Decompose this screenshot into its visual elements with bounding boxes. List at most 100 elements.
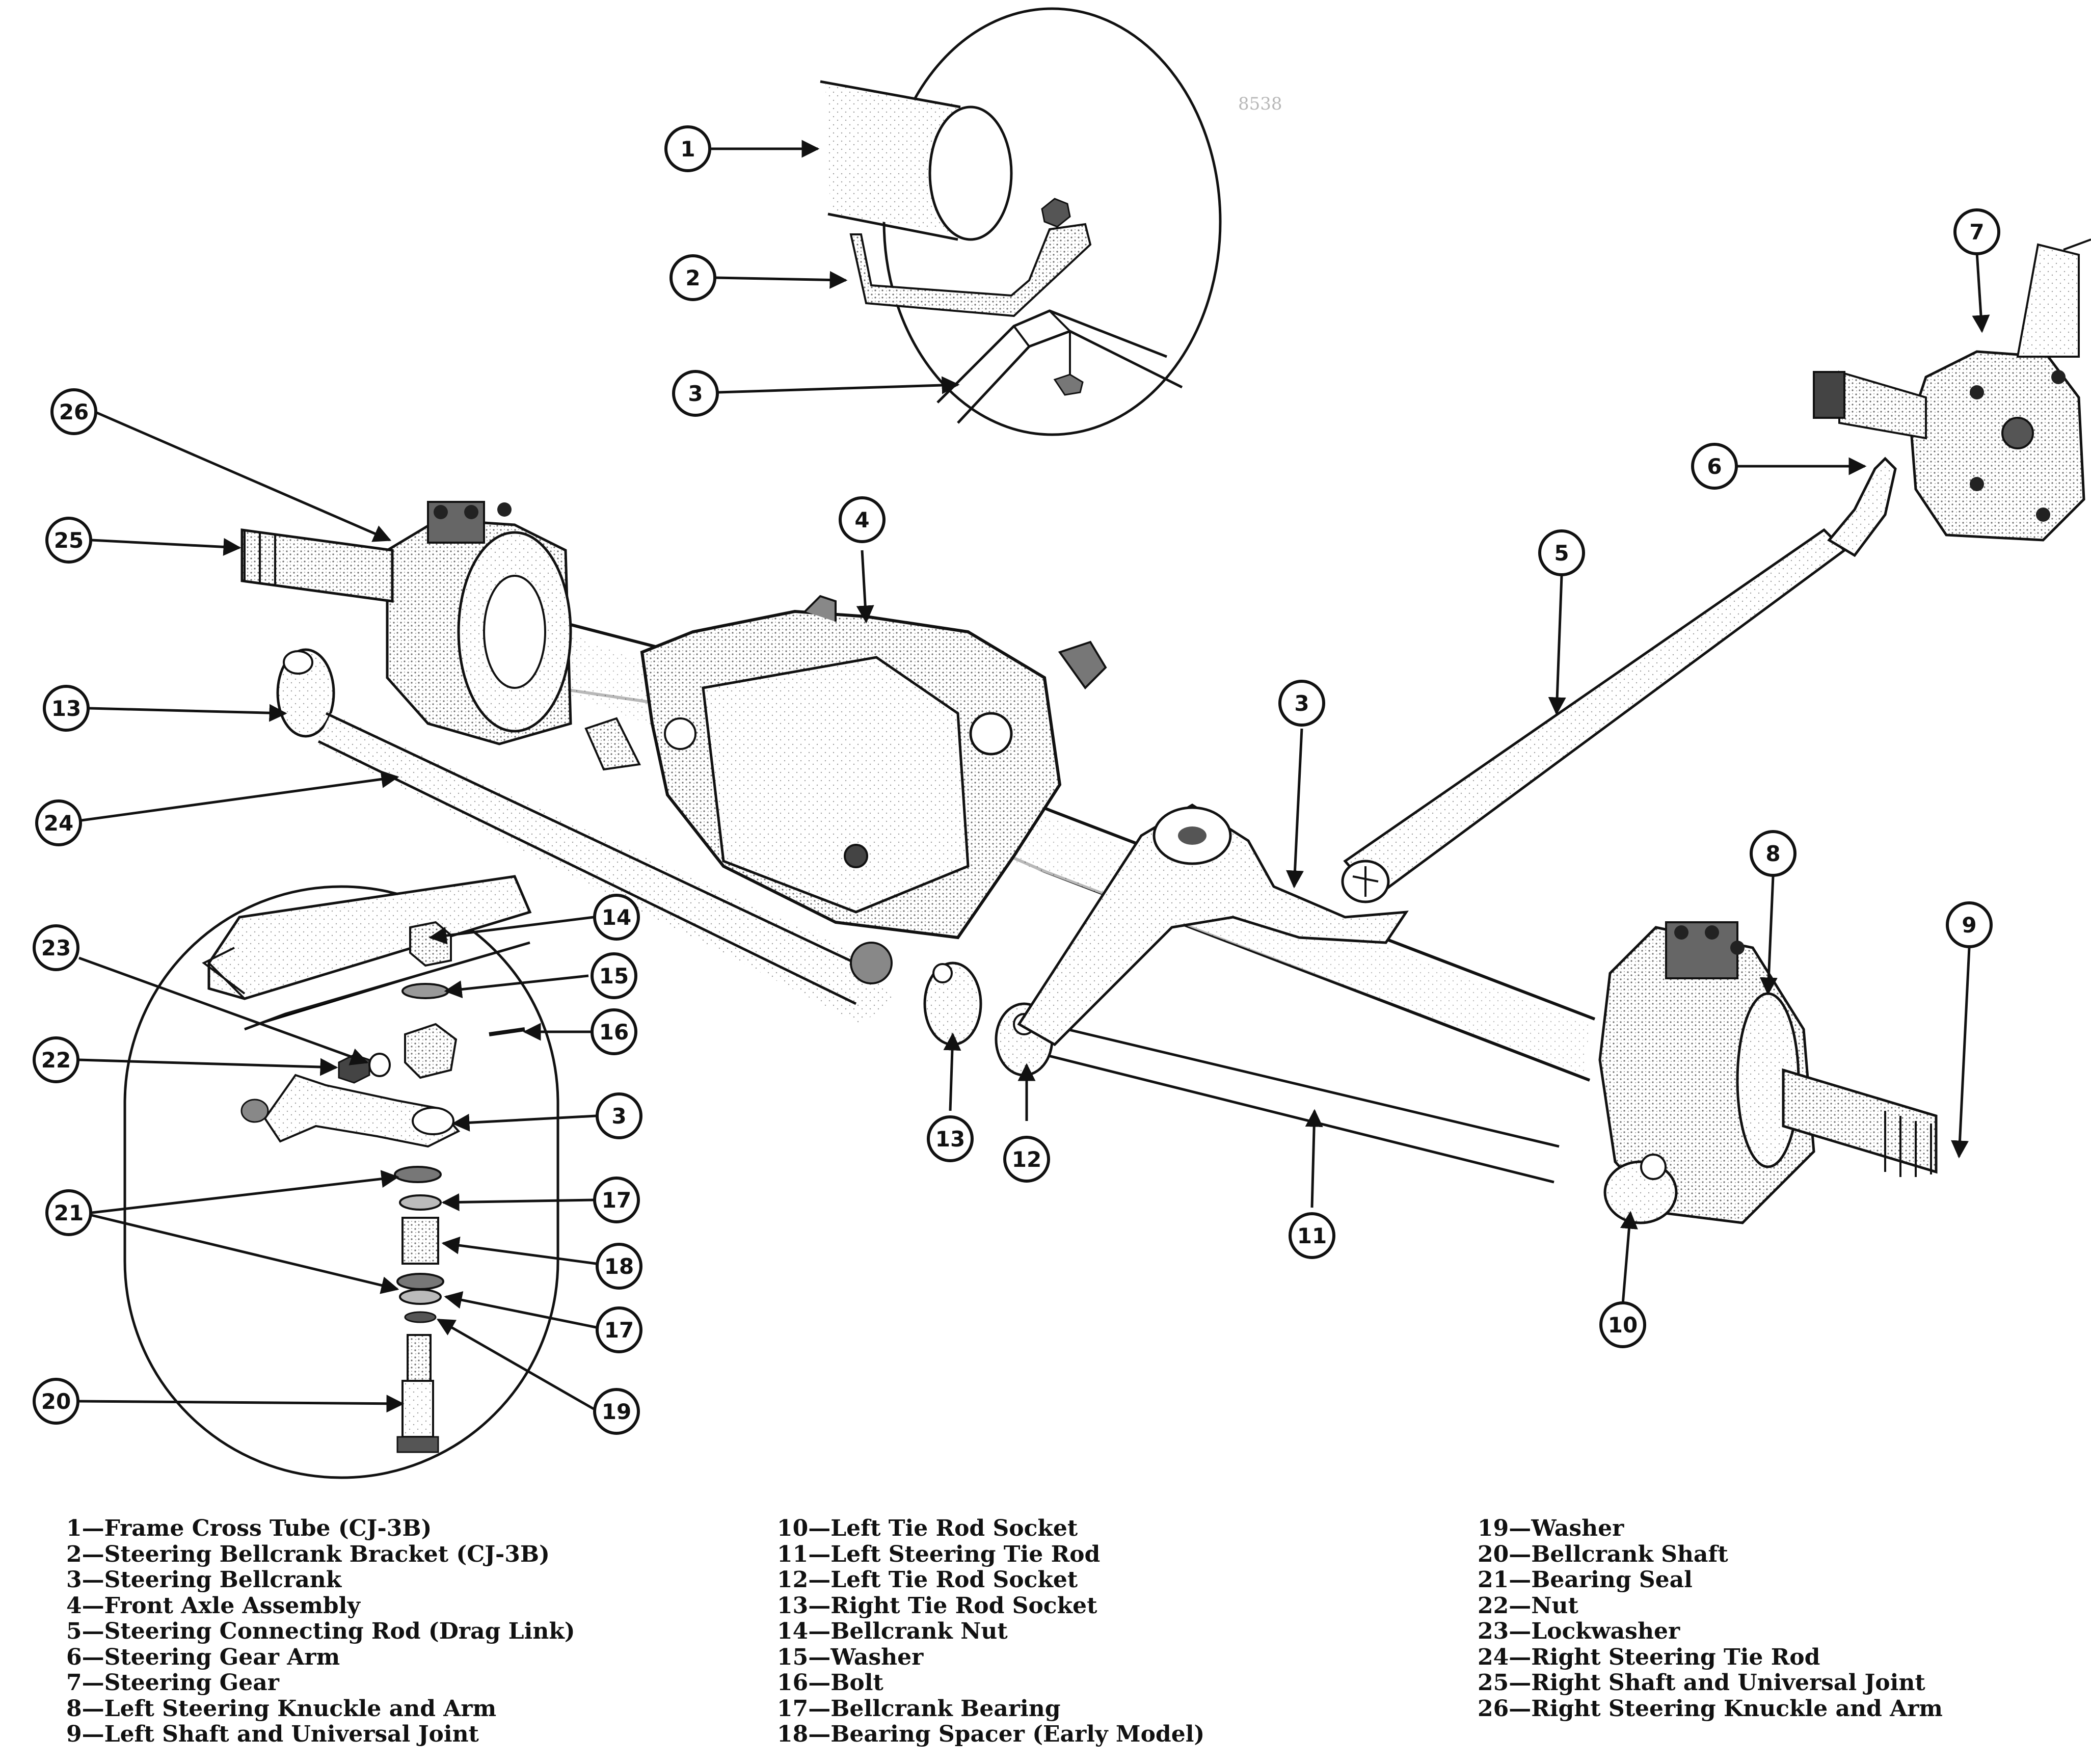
legend-text: Bearing Seal [1531, 1567, 1693, 1593]
leader-14 [428, 916, 594, 945]
callout-22: 22 [33, 1036, 79, 1083]
callout-19: 19 [593, 1388, 640, 1435]
callout-17a: 17 [593, 1177, 640, 1223]
callout-3c-label: 3 [611, 1104, 626, 1129]
legend-number: 20 [1478, 1541, 1509, 1567]
legend-item: 15—Washer [777, 1644, 924, 1670]
leader-26 [96, 411, 392, 542]
leader-17a [441, 1193, 594, 1211]
legend-text: Steering Bellcrank [104, 1567, 342, 1593]
legend-number: 3 [66, 1567, 82, 1593]
legend-text: Nut [1531, 1592, 1578, 1619]
leader-15 [444, 974, 589, 999]
callout-24: 24 [35, 799, 82, 846]
legend-text: Right Tie Rod Socket [830, 1592, 1097, 1619]
callout-7: 7 [1953, 208, 2000, 255]
legend-number: 17 [777, 1695, 809, 1722]
callout-26: 26 [50, 388, 97, 435]
callout-17b-label: 17 [604, 1318, 634, 1343]
callout-20: 20 [33, 1378, 79, 1425]
callout-14-label: 14 [602, 905, 631, 930]
legend-number: 12 [777, 1567, 809, 1593]
legend-number: 22 [1478, 1592, 1509, 1619]
callout-12: 12 [1003, 1136, 1050, 1183]
legend-item: 6—Steering Gear Arm [66, 1644, 340, 1670]
legend-number: 16 [777, 1670, 809, 1696]
leader-5 [1548, 575, 1566, 715]
callout-1: 1 [664, 125, 711, 172]
legend-item: 18—Bearing Spacer (Early Model) [777, 1721, 1205, 1747]
legend-item: 9—Left Shaft and Universal Joint [66, 1721, 479, 1747]
callout-3a: 3 [672, 370, 719, 417]
front-axle-assembly-drawing [240, 238, 2091, 1224]
callout-17a-label: 17 [602, 1188, 631, 1213]
callout-21-label: 21 [54, 1200, 84, 1225]
callout-11: 11 [1289, 1212, 1335, 1259]
legend-text: Left Shaft and Universal Joint [104, 1721, 479, 1747]
legend-item: 26—Right Steering Knuckle and Arm [1478, 1695, 1943, 1722]
callout-10: 10 [1599, 1301, 1646, 1348]
diagram-canvas: 8538 1 2 3 2 [33, 7, 2091, 1479]
callout-17b: 17 [596, 1306, 642, 1353]
callout-13b: 13 [927, 1115, 974, 1162]
callout-5-label: 5 [1554, 541, 1569, 566]
legend-text: Left Tie Rod Socket [830, 1515, 1078, 1541]
frame-detail-inset [820, 7, 1222, 436]
legend-text: Left Steering Knuckle and Arm [104, 1695, 497, 1722]
callout-2: 2 [669, 254, 716, 301]
legend-text: Steering Bellcrank Bracket (CJ-3B) [104, 1541, 550, 1567]
legend-number: 14 [777, 1618, 809, 1644]
legend-text: Bolt [830, 1670, 883, 1696]
legend-text: Bellcrank Nut [830, 1618, 1008, 1644]
legend-item: 25—Right Shaft and Universal Joint [1478, 1670, 1925, 1696]
legend-text: Washer [830, 1644, 924, 1670]
callout-3b: 3 [1278, 680, 1325, 727]
callout-2-label: 2 [685, 265, 700, 290]
callout-6: 6 [1691, 443, 1738, 490]
legend-item: 10—Left Tie Rod Socket [777, 1515, 1078, 1541]
callout-25-label: 25 [54, 528, 84, 553]
callout-5: 5 [1538, 529, 1585, 576]
callout-18: 18 [596, 1243, 642, 1290]
leader-22 [78, 1058, 338, 1076]
leader-arrows [78, 140, 1990, 1413]
callout-7-label: 7 [1969, 220, 1984, 245]
callout-19-label: 19 [602, 1399, 631, 1424]
leader-4 [856, 550, 874, 624]
leader-3a [718, 376, 960, 394]
legend-number: 23 [1478, 1618, 1509, 1644]
legend-number: 15 [777, 1644, 809, 1670]
legend-column-3: 19—Washer 20—Bellcrank Shaft 21—Bearing … [1478, 1515, 1943, 1722]
leader-24 [81, 770, 399, 822]
legend-item: 24—Right Steering Tie Rod [1478, 1644, 1820, 1670]
legend-number: 7 [66, 1670, 82, 1696]
leader-8 [1759, 876, 1778, 996]
legend-item: 16—Bolt [777, 1670, 883, 1696]
callout-23-label: 23 [41, 936, 71, 960]
legend-number: 21 [1478, 1567, 1509, 1593]
legend-item: 8—Left Steering Knuckle and Arm [66, 1695, 497, 1722]
callout-20-label: 20 [41, 1389, 71, 1414]
legend-item: 19—Washer [1478, 1515, 1624, 1541]
callout-22-label: 22 [41, 1048, 71, 1073]
callout-4: 4 [839, 496, 886, 543]
callout-6-label: 6 [1707, 454, 1722, 479]
callout-12-label: 12 [1012, 1147, 1041, 1172]
legend-number: 26 [1478, 1695, 1509, 1722]
callout-3c: 3 [596, 1092, 642, 1139]
legend-item: 23—Lockwasher [1478, 1618, 1680, 1644]
leader-3b [1286, 728, 1304, 889]
legend-item: 4—Front Axle Assembly [66, 1592, 360, 1619]
callout-15: 15 [591, 952, 637, 999]
legend-text: Right Steering Tie Rod [1531, 1644, 1820, 1670]
leader-11 [1305, 1109, 1323, 1208]
callout-15-label: 15 [599, 964, 629, 988]
leader-21-bottom [91, 1214, 399, 1294]
leader-23 [78, 956, 369, 1065]
callout-8-label: 8 [1765, 841, 1780, 866]
legend-text: Washer [1531, 1515, 1624, 1541]
callout-9: 9 [1946, 901, 1993, 948]
leader-13a [89, 704, 287, 722]
stamp-number: 8538 [1238, 94, 1282, 114]
legend-item: 17—Bellcrank Bearing [777, 1695, 1061, 1722]
